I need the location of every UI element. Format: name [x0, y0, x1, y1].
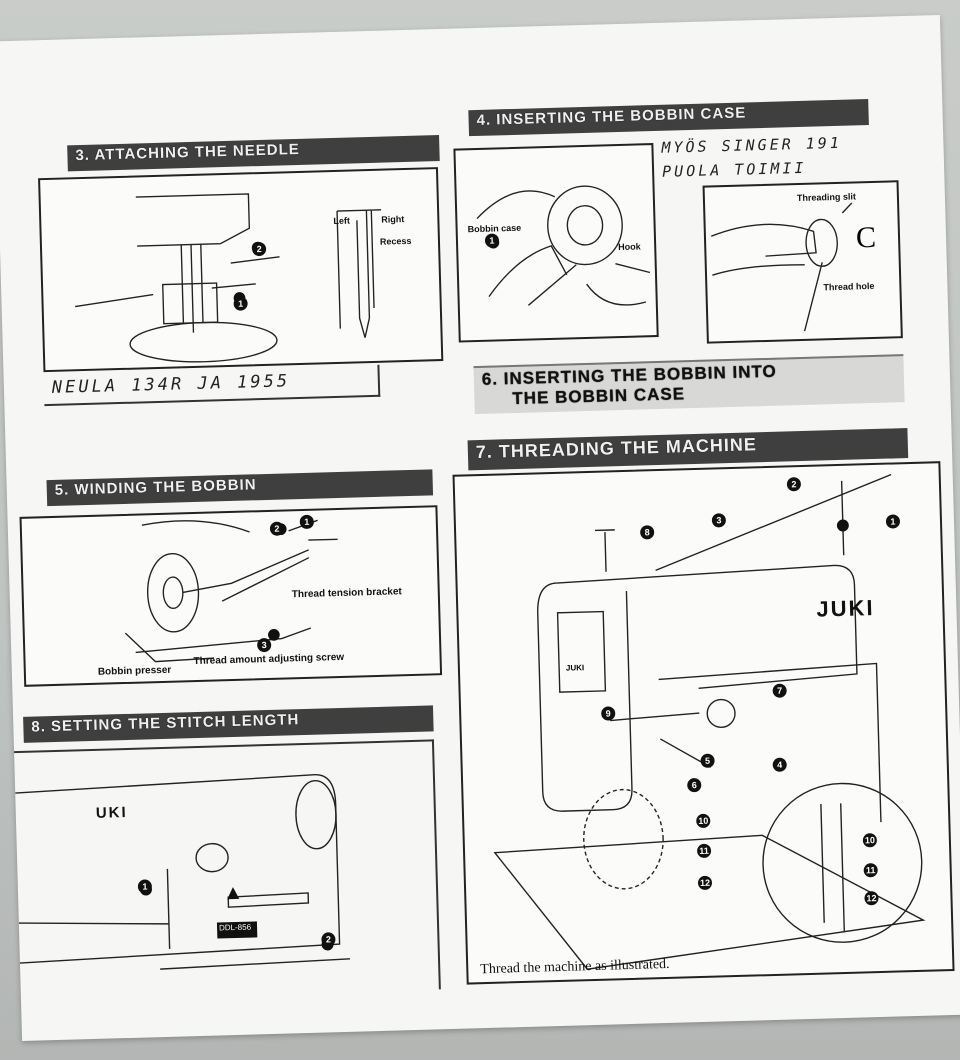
needle-illustration	[75, 193, 382, 363]
section-8-header: 8. SETTING THE STITCH LENGTH	[23, 705, 434, 743]
badge-juki: JUKI	[565, 663, 585, 673]
label-left: Left	[333, 215, 351, 227]
section-3-panel: Left Right Recess	[38, 167, 444, 373]
section-5-panel: Thread tension bracket Bobbin presser Th…	[19, 505, 443, 687]
needle-note-box: NEULA 134R JA 1955	[43, 364, 381, 407]
plate-ddl: DDL-856	[218, 922, 252, 933]
needle-handwritten-note: NEULA 134R JA 1955	[51, 371, 291, 398]
section-3-title: 3. ATTACHING THE NEEDLE	[75, 140, 301, 165]
bobbin-handwritten-note-1: MYÖS SINGER 191	[661, 133, 843, 157]
section-8-title: 8. SETTING THE STITCH LENGTH	[31, 711, 300, 736]
section-7-title: 7. THREADING THE MACHINE	[475, 434, 758, 463]
label-hook: Hook	[618, 241, 641, 253]
section-4-title: 4. INSERTING THE BOBBIN CASE	[476, 104, 747, 129]
label-c: C	[855, 220, 877, 255]
section-3-header: 3. ATTACHING THE NEEDLE	[67, 135, 440, 172]
section-5-header: 5. WINDING THE BOBBIN	[46, 469, 434, 507]
label-recess: Recess	[379, 235, 412, 247]
section-8-area: UKI DDL-856	[14, 739, 441, 1002]
section-4-header: 4. INSERTING THE BOBBIN CASE	[468, 99, 869, 137]
section-5-title: 5. WINDING THE BOBBIN	[54, 476, 257, 499]
label-bobbin-presser: Bobbin presser	[97, 664, 172, 678]
brand-juki: JUKI	[816, 595, 875, 622]
stitch-length-illustration	[15, 774, 351, 970]
section-6-header: 6. INSERTING THE BOBBIN INTO THE BOBBIN …	[473, 354, 905, 415]
label-threading-slit: Threading slit	[796, 191, 857, 204]
section-4-panel-left: Bobbin case Hook	[453, 143, 659, 343]
section-7-panel: JUKI JUKI Thread the machine as illustra…	[452, 461, 955, 985]
brand-uki: UKI	[95, 803, 128, 822]
instruction-sheet: 3. ATTACHING THE NEEDLE Left Right Reces…	[0, 14, 960, 1042]
label-right: Right	[381, 214, 405, 225]
threading-illustration	[493, 473, 926, 970]
section-4-panel-right: Threading slit Thread hole C	[702, 180, 903, 344]
label-thread-hole: Thread hole	[823, 280, 875, 293]
threading-slit-illustration	[711, 202, 853, 332]
bobbin-handwritten-note-2: PUOLA TOIMII	[661, 158, 807, 181]
label-bobbin-case: Bobbin case	[467, 222, 522, 235]
